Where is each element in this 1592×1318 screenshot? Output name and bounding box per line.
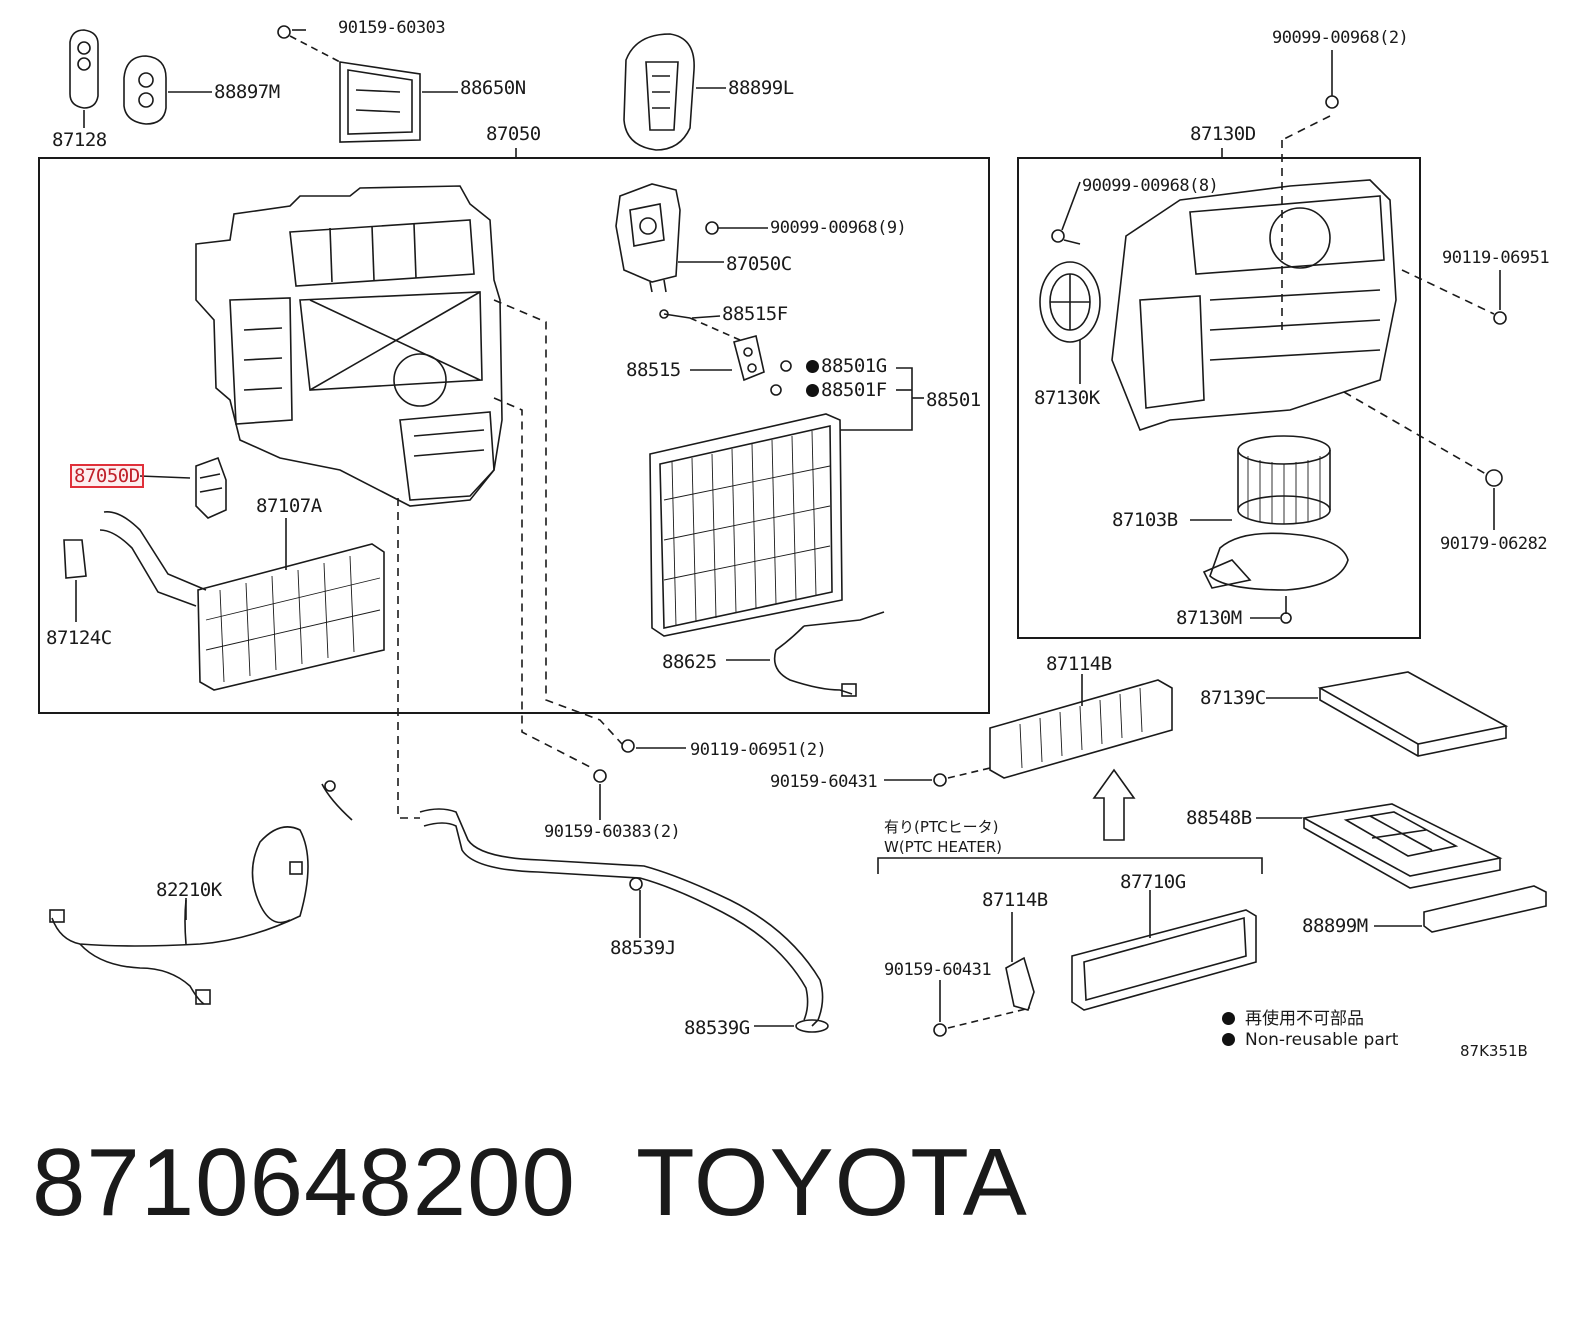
up-arrow-drawing <box>1092 768 1136 841</box>
actuator-87050C-drawing <box>615 183 768 293</box>
ptc-87114B-top-drawing <box>884 674 1173 787</box>
part-label[interactable]: 88501F <box>806 380 887 400</box>
part-label[interactable]: 90119-06951(2) <box>690 740 827 760</box>
part-label[interactable]: 87710G <box>1120 871 1186 893</box>
part-label[interactable]: 88539G <box>684 1017 750 1039</box>
non-reusable-dot-icon <box>806 360 819 373</box>
part-label[interactable]: 90099-00968(2) <box>1272 28 1409 48</box>
part-label[interactable]: 87139C <box>1200 687 1266 709</box>
pad-88899L-drawing <box>623 33 726 151</box>
brand-name: TOYOTA <box>636 1129 1028 1236</box>
tray-88548B-drawing <box>1256 803 1503 889</box>
heater-core-87107A-drawing <box>99 511 385 691</box>
part-label[interactable]: 87124C <box>46 627 112 649</box>
part-label[interactable]: 82210K <box>156 879 222 901</box>
part-label[interactable]: 87107A <box>256 495 322 517</box>
part-label[interactable]: 88548B <box>1186 807 1252 829</box>
part-label[interactable]: 88501G <box>806 356 887 376</box>
ptc-bracket <box>877 857 1263 874</box>
part-label[interactable]: 90099-00968(8) <box>1082 176 1219 196</box>
grommet-88897M-drawing <box>123 55 212 125</box>
cover-87130K-drawing <box>1039 261 1101 384</box>
valve-88515-drawing <box>659 309 924 431</box>
legend-jp-text: 再使用不可部品 <box>1245 1009 1364 1029</box>
part-number: 8710648200 <box>32 1129 576 1236</box>
part-label[interactable]: 87103B <box>1112 509 1178 531</box>
blower-unit-frame <box>1017 157 1421 639</box>
part-label[interactable]: 87128 <box>52 129 107 151</box>
filter-87139C-drawing <box>1266 671 1509 757</box>
part-label-text: 88501F <box>821 379 887 401</box>
strip-88899M-drawing <box>1374 885 1547 933</box>
part-label[interactable]: 90119-06951 <box>1442 248 1550 268</box>
part-label[interactable]: 88515F <box>722 303 788 325</box>
legend-jp: 再使用不可部品 <box>1222 1004 1364 1029</box>
part-label[interactable]: 88501 <box>926 389 981 411</box>
part-label[interactable]: 90159-60431 <box>770 772 878 792</box>
part-label[interactable]: 87114B <box>1046 653 1112 675</box>
part-label[interactable]: 88897M <box>214 81 280 103</box>
ptc-caption-jp: 有り(PTCヒータ) <box>884 818 999 836</box>
ptc-87114B-bottom-drawing <box>1005 912 1035 1011</box>
heater-87710G-drawing <box>1071 890 1257 1011</box>
non-reusable-dot-icon <box>1222 1033 1235 1046</box>
part-label[interactable]: 90179-06282 <box>1440 534 1548 554</box>
evaporator-88501-drawing <box>649 413 843 637</box>
part-label[interactable]: 88539J <box>610 937 676 959</box>
hvac-unit-drawing <box>195 185 503 507</box>
non-reusable-dot-icon <box>1222 1012 1235 1025</box>
part-label[interactable]: 90159-60383(2) <box>544 822 681 842</box>
part-label[interactable]: 87114B <box>982 889 1048 911</box>
part-label-text: 88501G <box>821 355 887 377</box>
figure-code: 87K351B <box>1460 1042 1528 1060</box>
part-label[interactable]: 90159-60431 <box>884 960 992 980</box>
part-label[interactable]: 88899M <box>1302 915 1368 937</box>
part-label[interactable]: 90159-60303 <box>338 18 446 38</box>
grommet-87128-drawing <box>69 29 99 128</box>
frame-blower-label[interactable]: 87130D <box>1190 123 1256 145</box>
part-label[interactable]: 87050C <box>726 253 792 275</box>
part-label-highlighted[interactable]: 87050D <box>70 464 144 488</box>
frame-main-label[interactable]: 87050 <box>486 123 541 145</box>
hvac-unit-frame <box>38 157 990 714</box>
blower-case-drawing <box>1111 179 1397 431</box>
part-label[interactable]: 90099-00968(9) <box>770 218 907 238</box>
bracket-88650N-drawing <box>277 25 458 143</box>
part-87050D-drawing <box>139 456 227 519</box>
duct-88539J-drawing <box>419 808 829 1033</box>
part-label[interactable]: 87130M <box>1176 607 1242 629</box>
part-label[interactable]: 88650N <box>460 77 526 99</box>
sensor-88625-drawing <box>726 611 885 697</box>
legend-en-text: Non-reusable part <box>1245 1030 1399 1050</box>
legend-en: Non-reusable part <box>1222 1030 1398 1050</box>
part-label[interactable]: 87130K <box>1034 387 1100 409</box>
ptc-caption-en: W(PTC HEATER) <box>884 838 1003 856</box>
blower-motor-87103B-drawing <box>1190 435 1349 591</box>
part-label[interactable]: 88515 <box>626 359 681 381</box>
part-label[interactable]: 88899L <box>728 77 794 99</box>
part-label[interactable]: 88625 <box>662 651 717 673</box>
non-reusable-dot-icon <box>806 384 819 397</box>
clip-87124C-drawing <box>63 539 87 622</box>
